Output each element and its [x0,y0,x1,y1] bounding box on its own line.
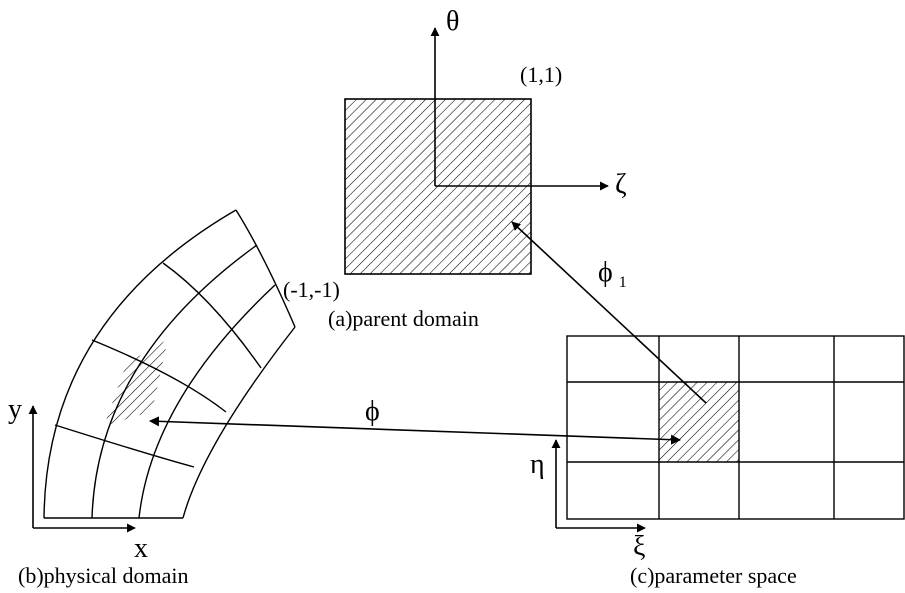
xi-axis-label: ξ [633,531,645,562]
corner-label-bottom-left: (-1,-1) [283,277,340,302]
y-axis-label: y [8,394,22,425]
arc-outer [43,209,237,519]
arc-3 [91,244,258,519]
x-axis-label: x [134,533,148,564]
parameter-space: η ξ (c)parameter space [530,335,905,588]
parent-domain-caption: (a)parent domain [328,306,479,331]
radial-line-4 [162,262,262,369]
parameter-hatched-element [659,382,739,462]
theta-axis-label: θ [446,6,459,37]
radial-line-3 [91,339,227,413]
radial-line-5 [235,209,296,328]
radial-line-2 [54,424,195,468]
phi-mapping-arrow [149,416,681,445]
physical-hatched-element [104,339,168,426]
eta-axis-label: η [530,449,545,480]
physical-domain: y x (b)physical domain [8,209,296,588]
zeta-axis-label: ζ [615,169,627,200]
parent-domain: θ ζ (1,1) (-1,-1) (a)parent domain [283,6,627,331]
parameter-space-caption: (c)parameter space [630,563,797,588]
phi1-subscript: 1 [619,274,627,291]
phi1-symbol: ϕ [598,257,613,288]
corner-label-top-right: (1,1) [520,62,562,87]
phi-label: ϕ [365,396,380,427]
arc-2 [138,284,276,519]
physical-domain-caption: (b)physical domain [18,563,188,588]
phi1-mapping-arrow [511,221,707,404]
